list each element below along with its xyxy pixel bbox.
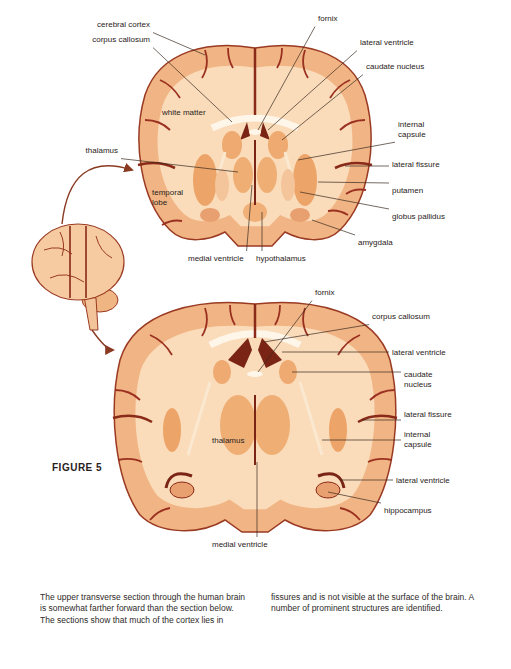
leader-line: [153, 33, 205, 55]
leader-line: [318, 182, 389, 183]
leader-line: [292, 372, 401, 373]
part-label: cerebral cortex: [97, 20, 150, 30]
leader-line: [282, 75, 363, 140]
part-label: lateral fissure: [392, 160, 440, 170]
leader-line: [121, 159, 238, 172]
part-label: medial ventricle: [212, 540, 268, 550]
figure-number: FIGURE 5: [52, 462, 102, 474]
part-label: white matter: [162, 108, 206, 118]
part-label: caudate nucleus: [366, 62, 424, 72]
part-label: thalamus: [212, 436, 244, 446]
part-label: thalamus: [86, 146, 118, 156]
leader-line: [262, 212, 263, 251]
leader-line: [328, 492, 381, 503]
part-label: lateral fissure: [404, 410, 452, 420]
leader-line: [247, 185, 252, 251]
part-label: lateral ventricle: [392, 348, 446, 358]
part-label: caudate nucleus: [404, 370, 444, 389]
leader-line: [362, 420, 401, 421]
leader-line: [322, 440, 401, 441]
lower-brain-section: [113, 303, 397, 532]
part-label: lateral ventricle: [360, 38, 414, 48]
leader-line: [340, 480, 393, 481]
part-label: temporal lobe: [152, 188, 192, 207]
part-label: internal capsule: [398, 120, 438, 139]
leader-line: [300, 192, 389, 209]
leader-line: [345, 166, 389, 167]
leader-line: [282, 352, 389, 353]
part-label: corpus callosum: [372, 312, 430, 322]
caption: The upper transverse section through the…: [40, 592, 480, 626]
side-view-brain: [32, 166, 132, 350]
leader-line: [312, 220, 355, 235]
leader-line: [258, 301, 312, 372]
part-label: internal capsule: [404, 430, 444, 449]
part-label: fornix: [315, 288, 335, 298]
part-label: medial ventricle: [188, 254, 244, 264]
leader-line: [264, 325, 369, 342]
leader-line: [258, 27, 315, 130]
part-label: putamen: [392, 186, 423, 196]
part-label: hypothalamus: [256, 254, 306, 264]
leader-line: [153, 48, 232, 122]
part-label: fornix: [318, 14, 338, 24]
leader-line: [257, 462, 258, 537]
part-label: corpus callosum: [92, 35, 150, 45]
leader-line: [298, 142, 395, 160]
part-label: lateral ventricle: [396, 476, 450, 486]
part-label: amygdala: [358, 238, 393, 248]
upper-brain-section: [138, 45, 372, 246]
part-label: hippocampus: [384, 506, 432, 516]
part-label: globus pallidus: [392, 212, 445, 222]
